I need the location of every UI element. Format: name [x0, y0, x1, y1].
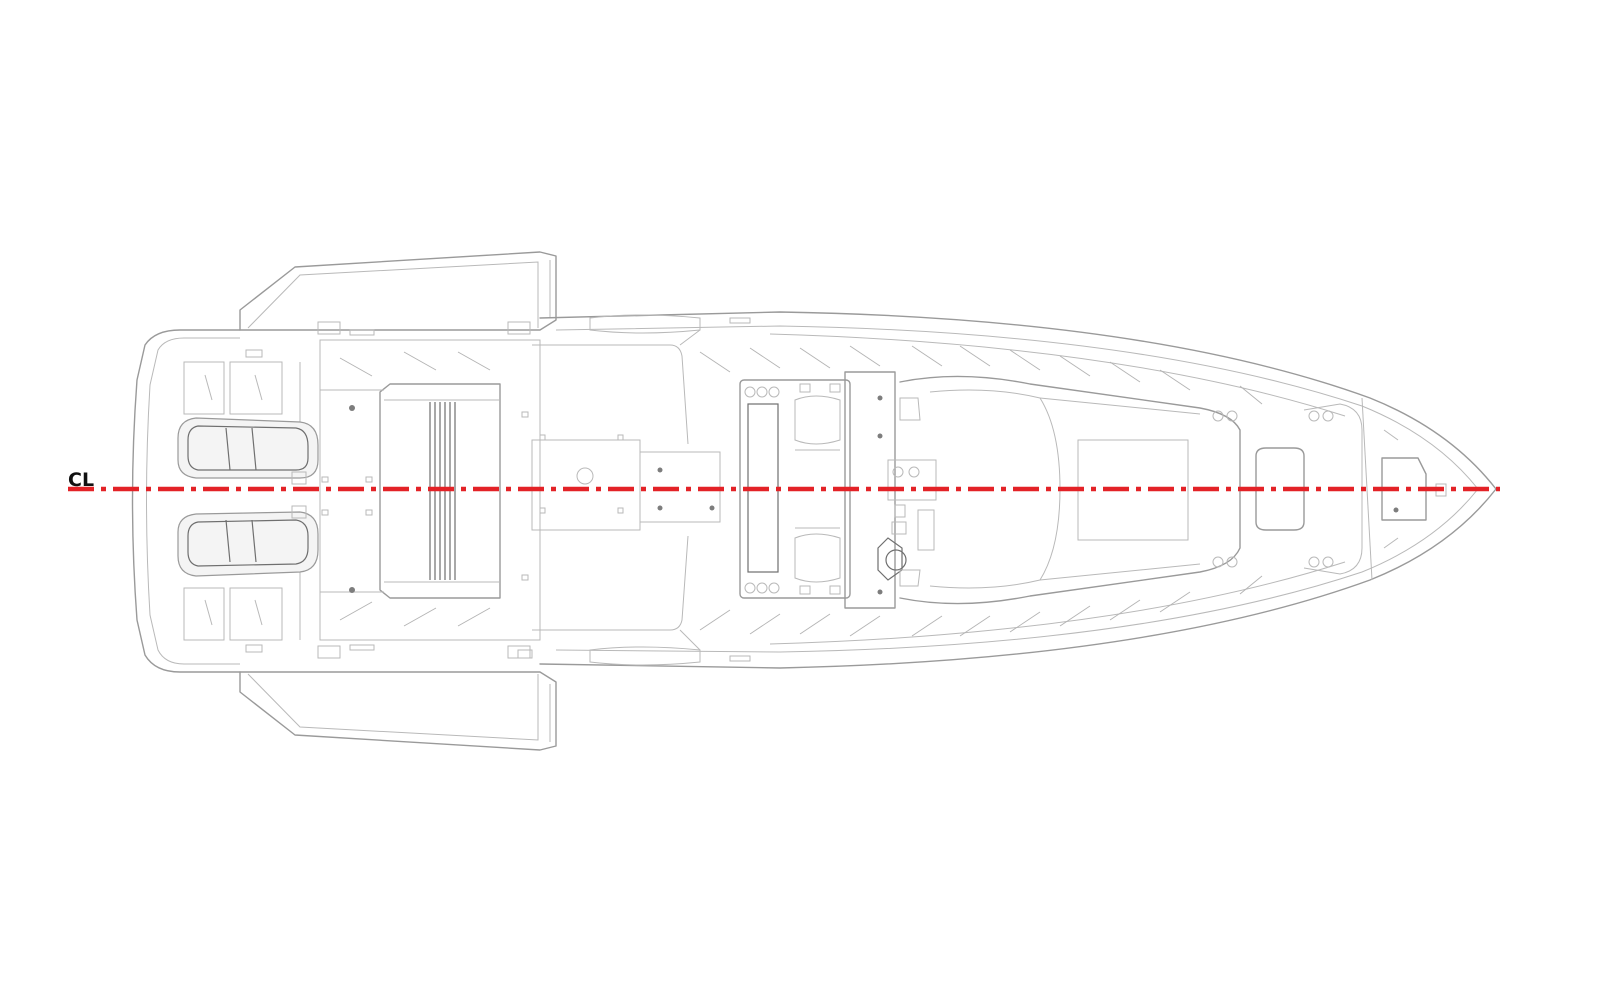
side-wing-starboard [239, 671, 557, 751]
helm-station [844, 371, 937, 609]
outboard-engine-port [177, 417, 319, 485]
deck-hatching [339, 345, 1263, 637]
outboard-engine-starboard [177, 505, 319, 577]
centerline-label: CL [68, 469, 94, 491]
swim-platform [131, 329, 301, 673]
side-wing-port [239, 251, 557, 331]
